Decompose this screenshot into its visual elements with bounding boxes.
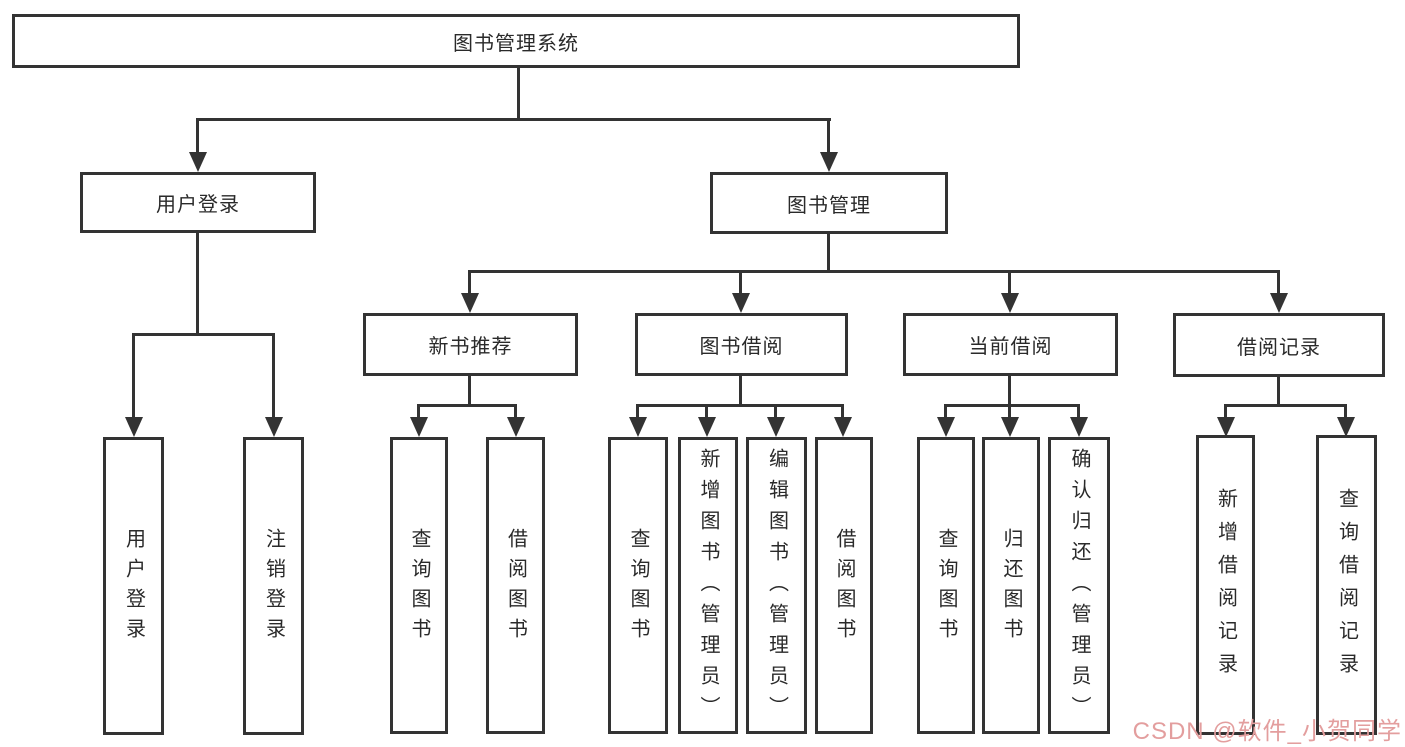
node-logout-leaf: 注销登录 xyxy=(243,437,304,735)
watermark: CSDN @软件_小贺同学 xyxy=(1132,718,1402,745)
node-bb-edit-books-admin: 编辑图书（管理员） xyxy=(746,437,807,734)
connector-line xyxy=(636,404,844,407)
node-book-borrowing: 图书借阅 xyxy=(635,313,848,376)
arrowhead-icon xyxy=(1001,417,1019,437)
node-new-book-recommendation: 新书推荐 xyxy=(363,313,578,376)
connector-line xyxy=(196,118,831,121)
connector-line xyxy=(468,270,471,295)
connector-line xyxy=(705,404,708,419)
arrowhead-icon xyxy=(698,417,716,437)
connector-line xyxy=(827,118,830,155)
connector-line xyxy=(774,404,777,419)
node-br-query-borrow-record: 查询借阅记录 xyxy=(1316,435,1377,735)
arrowhead-icon xyxy=(1217,417,1235,437)
arrowhead-icon xyxy=(1337,417,1355,437)
arrowhead-icon xyxy=(507,417,525,437)
connector-line xyxy=(1277,377,1280,407)
arrowhead-icon xyxy=(1270,293,1288,313)
connector-line xyxy=(1077,404,1080,419)
node-borrow-records: 借阅记录 xyxy=(1173,313,1385,377)
connector-line xyxy=(132,333,275,336)
connector-line xyxy=(517,68,520,120)
arrowhead-icon xyxy=(125,417,143,437)
node-library-management-system: 图书管理系统 xyxy=(12,14,1020,68)
node-br-add-borrow-record: 新增借阅记录 xyxy=(1196,435,1255,735)
connector-line xyxy=(841,404,844,419)
connector-line xyxy=(739,376,742,407)
arrowhead-icon xyxy=(461,293,479,313)
connector-line xyxy=(196,118,199,155)
arrowhead-icon xyxy=(820,152,838,172)
connector-line xyxy=(132,333,135,419)
node-bb-query-books: 查询图书 xyxy=(608,437,668,734)
node-bb-add-books-admin: 新增图书（管理员） xyxy=(678,437,738,734)
node-nb-borrow-books: 借阅图书 xyxy=(486,437,545,734)
node-cb-confirm-return-admin: 确认归还（管理员） xyxy=(1048,437,1110,734)
connector-line xyxy=(417,404,420,419)
node-current-borrowing: 当前借阅 xyxy=(903,313,1118,376)
arrowhead-icon xyxy=(1001,293,1019,313)
connector-line xyxy=(827,234,830,272)
connector-line xyxy=(944,404,947,419)
node-cb-query-books: 查询图书 xyxy=(917,437,975,734)
arrowhead-icon xyxy=(1070,417,1088,437)
connector-line xyxy=(1224,404,1227,419)
connector-line xyxy=(196,233,199,336)
arrowhead-icon xyxy=(834,417,852,437)
connector-line xyxy=(1008,404,1011,419)
connector-line xyxy=(1008,376,1011,407)
connector-line xyxy=(468,270,1280,273)
connector-line xyxy=(272,333,275,419)
arrowhead-icon xyxy=(767,417,785,437)
arrowhead-icon xyxy=(265,417,283,437)
arrowhead-icon xyxy=(629,417,647,437)
connector-line xyxy=(739,270,742,295)
connector-line xyxy=(944,404,1080,407)
connector-line xyxy=(468,376,471,407)
node-cb-return-books: 归还图书 xyxy=(982,437,1040,734)
arrowhead-icon xyxy=(410,417,428,437)
connector-line xyxy=(1277,270,1280,295)
arrowhead-icon xyxy=(189,152,207,172)
node-user-login: 用户登录 xyxy=(80,172,316,233)
node-bb-borrow-books: 借阅图书 xyxy=(815,437,873,734)
connector-line xyxy=(514,404,517,419)
connector-line xyxy=(417,404,517,407)
connector-line xyxy=(1224,404,1347,407)
connector-line xyxy=(1344,404,1347,419)
node-nb-query-books: 查询图书 xyxy=(390,437,448,734)
connector-line xyxy=(636,404,639,419)
connector-line xyxy=(1008,270,1011,295)
arrowhead-icon xyxy=(732,293,750,313)
arrowhead-icon xyxy=(937,417,955,437)
node-book-management: 图书管理 xyxy=(710,172,948,234)
node-user-login-leaf: 用户登录 xyxy=(103,437,164,735)
